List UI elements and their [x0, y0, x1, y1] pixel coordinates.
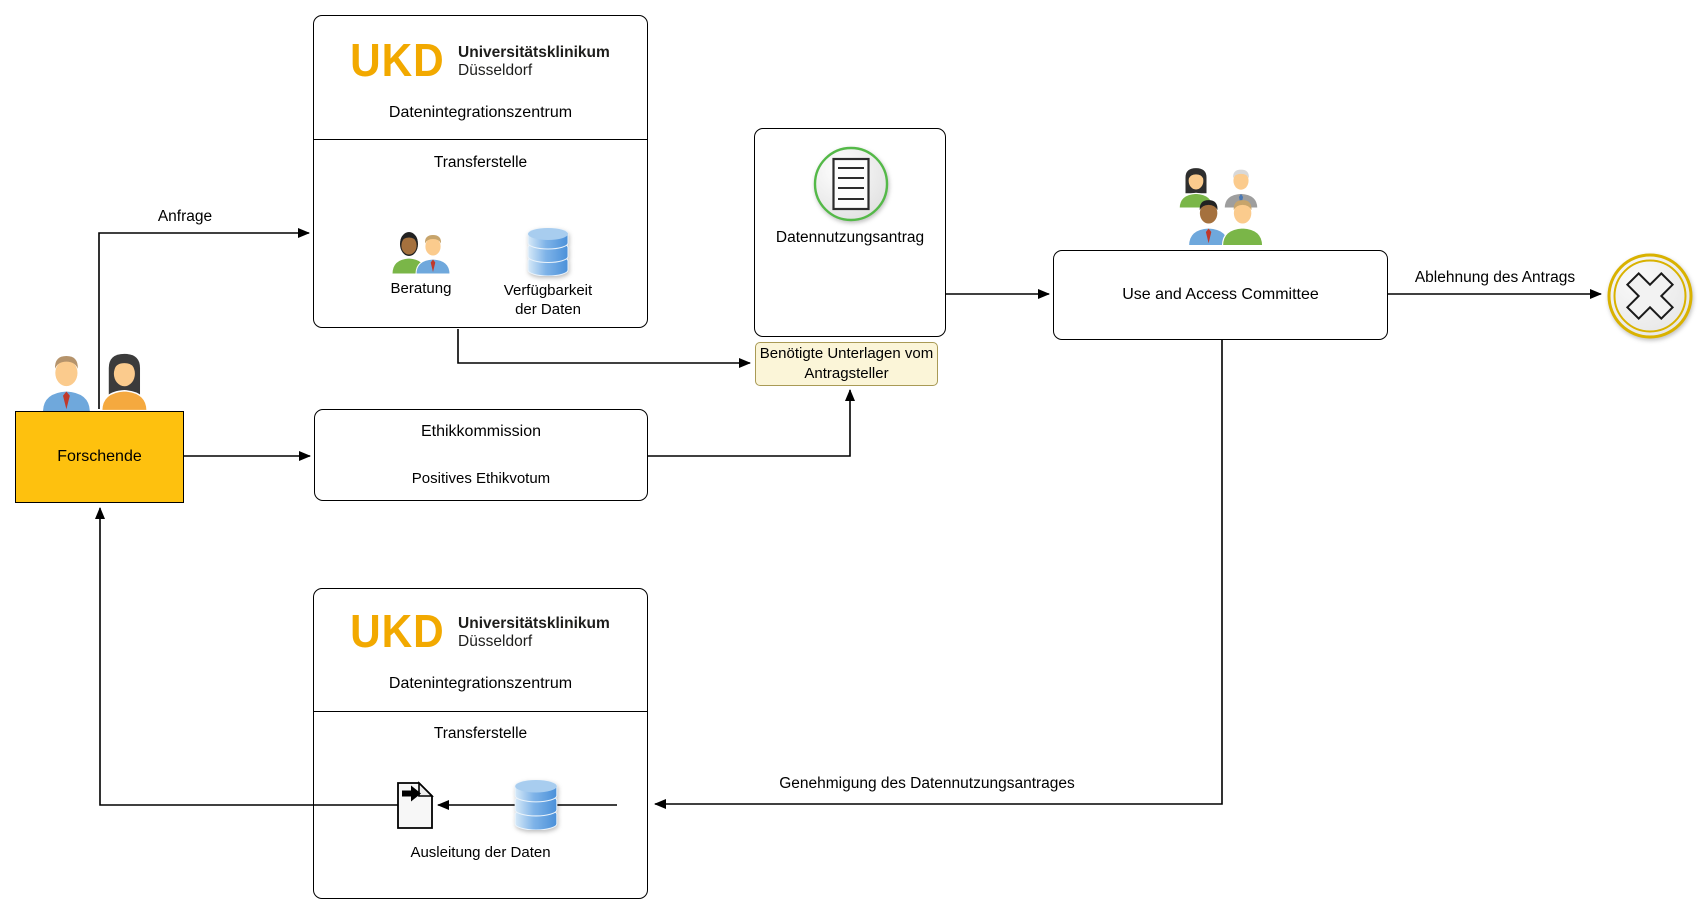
ukd-logo-abbr: UKD [350, 34, 445, 86]
committee-people-icon [1178, 168, 1264, 247]
dic-top-section-title: Transferstelle [433, 154, 528, 171]
node-dic-top: UKD Universitätsklinikum Düsseldorf Date… [313, 15, 648, 328]
dic-top-title: Datenintegrationszentrum [388, 104, 573, 121]
edge-ablehnung-label: Ablehnung des Antrags [1414, 269, 1576, 286]
x-end-event-icon [1607, 253, 1693, 339]
ukd-logo-text: Universitätsklinikum Düsseldorf [458, 615, 610, 650]
document-export-icon [397, 781, 434, 829]
dic-top-divider [314, 139, 647, 140]
researchers-people-icon [41, 353, 148, 411]
item-beratung-label: Beratung [390, 280, 452, 297]
ukd-logo-text: Universitätsklinikum Düsseldorf [458, 44, 610, 79]
ukd-logo-line2: Düsseldorf [458, 632, 533, 650]
node-uac: Use and Access Committee [1053, 250, 1388, 340]
ukd-logo: UKD Universitätsklinikum Düsseldorf [314, 605, 647, 657]
node-forschende-label: Forschende [57, 448, 142, 465]
item-beratung: Beratung [366, 230, 476, 298]
dic-bottom-divider [314, 711, 647, 712]
database-icon [527, 228, 569, 276]
ukd-logo-line2: Düsseldorf [458, 61, 533, 79]
item-verfuegbarkeit-label: Verfügbarkeit der Daten [503, 282, 593, 318]
dic-bottom-section-title: Transferstelle [433, 725, 528, 742]
edge-genehmigung-label: Genehmigung des Datennutzungsantrages [779, 775, 1075, 792]
ukd-logo-line1: Universitätsklinikum [458, 615, 610, 632]
dic-bottom-title: Datenintegrationszentrum [388, 675, 573, 692]
edge-ethik-unterlagen [648, 389, 855, 457]
node-datennutzungsantrag: Datennutzungsantrag [754, 128, 946, 337]
edge-dictop-unterlagen [457, 329, 751, 368]
edge-uac-genehmigung [654, 340, 1223, 809]
item-ausleitung-label: Ausleitung der Daten [410, 844, 551, 861]
database-icon [514, 780, 558, 830]
node-dic-bottom: UKD Universitätsklinikum Düsseldorf Date… [313, 588, 648, 899]
node-ethikkommission-title: Ethikkommission [420, 423, 542, 440]
node-datennutzungsantrag-label: Datennutzungsantrag [775, 229, 925, 246]
node-uac-label: Use and Access Committee [1122, 286, 1319, 303]
item-verfuegbarkeit: Verfügbarkeit der Daten [492, 228, 604, 319]
ukd-logo-line1: Universitätsklinikum [458, 44, 610, 61]
node-forschende: Forschende [15, 411, 184, 503]
node-ethikkommission-subtitle: Positives Ethikvotum [411, 470, 551, 487]
ukd-logo-abbr: UKD [350, 605, 445, 657]
ukd-logo: UKD Universitätsklinikum Düsseldorf [314, 34, 647, 86]
edge-anfrage-label: Anfrage [157, 208, 213, 225]
document-circle-icon [813, 146, 889, 222]
node-unterlagen-note-label: Benötigte Unterlagen vom Antragsteller [759, 345, 934, 382]
consulting-people-icon [391, 232, 451, 274]
node-ethikkommission: Ethikkommission Positives Ethikvotum [314, 409, 648, 501]
node-unterlagen-note: Benötigte Unterlagen vom Antragsteller [755, 342, 938, 386]
